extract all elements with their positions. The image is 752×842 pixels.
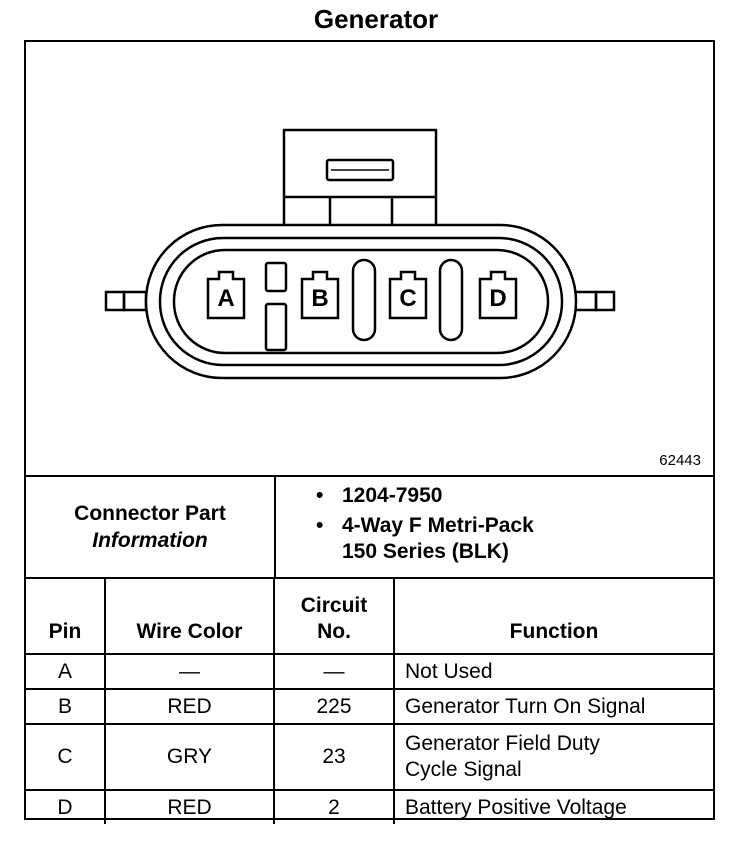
connector-shell-middle xyxy=(158,236,564,367)
cell-circuit: 23 xyxy=(273,723,395,791)
left-tab-inner xyxy=(122,290,148,312)
header-function: Function xyxy=(393,577,713,655)
separator-cd xyxy=(438,258,464,342)
pin-cavity-c xyxy=(388,270,428,320)
connector-info-label: Connector Part Information xyxy=(26,477,276,577)
separator-bc xyxy=(351,258,377,342)
header-wire-color: Wire Color xyxy=(104,577,275,655)
cell-wire-color: GRY xyxy=(104,723,275,791)
connector-type: 4-Way F Metri-Pack xyxy=(342,514,534,537)
connector-info-label-line1: Connector Part xyxy=(74,502,226,525)
table-row: B RED 225 Generator Turn On Signal xyxy=(26,688,713,725)
page-title: Generator xyxy=(313,4,439,34)
connector-info-section: Connector Part Information 1204-7950 4-W… xyxy=(26,477,713,579)
latch-slot xyxy=(325,158,395,182)
cell-pin: D xyxy=(26,789,106,824)
latch-housing xyxy=(282,128,438,228)
cell-function-line2: Cycle Signal xyxy=(405,758,522,781)
pin-label-d: D xyxy=(489,285,506,312)
cell-function: Not Used xyxy=(393,653,713,690)
pin-label-b: B xyxy=(311,285,328,312)
cell-pin: C xyxy=(26,723,106,791)
connector-series: 150 Series (BLK) xyxy=(342,540,509,563)
table-header-row: Pin Wire Color Circuit No. Function xyxy=(26,577,713,655)
left-tab xyxy=(104,290,126,312)
connector-info-list: 1204-7950 4-Way F Metri-Pack 150 Series … xyxy=(316,483,534,569)
right-tab xyxy=(572,290,598,312)
cell-function: Generator Turn On Signal xyxy=(393,688,713,725)
connector-part-number: 1204-7950 xyxy=(342,484,443,507)
connector-drawing: A B C D xyxy=(104,128,616,380)
header-circuit: Circuit No. xyxy=(273,577,395,655)
cell-function-line1: Generator Field Duty xyxy=(405,732,600,755)
key-bar-lower xyxy=(264,302,288,352)
header-circuit-line1: Circuit xyxy=(300,594,368,617)
cell-circuit: 225 xyxy=(273,688,395,725)
connector-shell-outer xyxy=(144,223,578,380)
pin-label-c: C xyxy=(399,285,416,312)
connector-sheet: A B C D 62443 Connector Part Information… xyxy=(24,40,715,824)
key-bar-upper xyxy=(264,261,288,293)
cell-pin: B xyxy=(26,688,106,725)
pin-label-a: A xyxy=(217,285,234,312)
pin-cavity-b xyxy=(300,270,340,320)
connector-shell-inner xyxy=(172,248,550,355)
header-pin: Pin xyxy=(26,577,106,655)
cell-pin: A xyxy=(26,653,106,690)
cell-function: Battery Positive Voltage xyxy=(393,789,713,824)
pin-cavity-d xyxy=(478,270,518,320)
table-row: C GRY 23 Generator Field Duty Cycle Sign… xyxy=(26,723,713,791)
right-tab-inner xyxy=(594,290,616,312)
cell-function: Generator Field Duty Cycle Signal xyxy=(393,723,713,791)
connector-diagram: A B C D 62443 xyxy=(26,42,713,477)
cell-wire-color: RED xyxy=(104,789,275,824)
connector-info-item: 1204-7950 xyxy=(316,483,534,509)
table-row: A — — Not Used xyxy=(26,653,713,690)
pin-cavity-a xyxy=(206,270,246,320)
cell-circuit: — xyxy=(273,653,395,690)
connector-info-label-line2: Information xyxy=(92,529,208,552)
connector-info-item: 4-Way F Metri-Pack 150 Series (BLK) xyxy=(316,513,534,565)
header-circuit-line2: No. xyxy=(317,620,351,643)
pinout-table: Pin Wire Color Circuit No. Function A — … xyxy=(26,577,713,824)
figure-id: 62443 xyxy=(659,452,701,469)
table-row: D RED 2 Battery Positive Voltage xyxy=(26,789,713,824)
cell-wire-color: — xyxy=(104,653,275,690)
cell-circuit: 2 xyxy=(273,789,395,824)
cell-wire-color: RED xyxy=(104,688,275,725)
